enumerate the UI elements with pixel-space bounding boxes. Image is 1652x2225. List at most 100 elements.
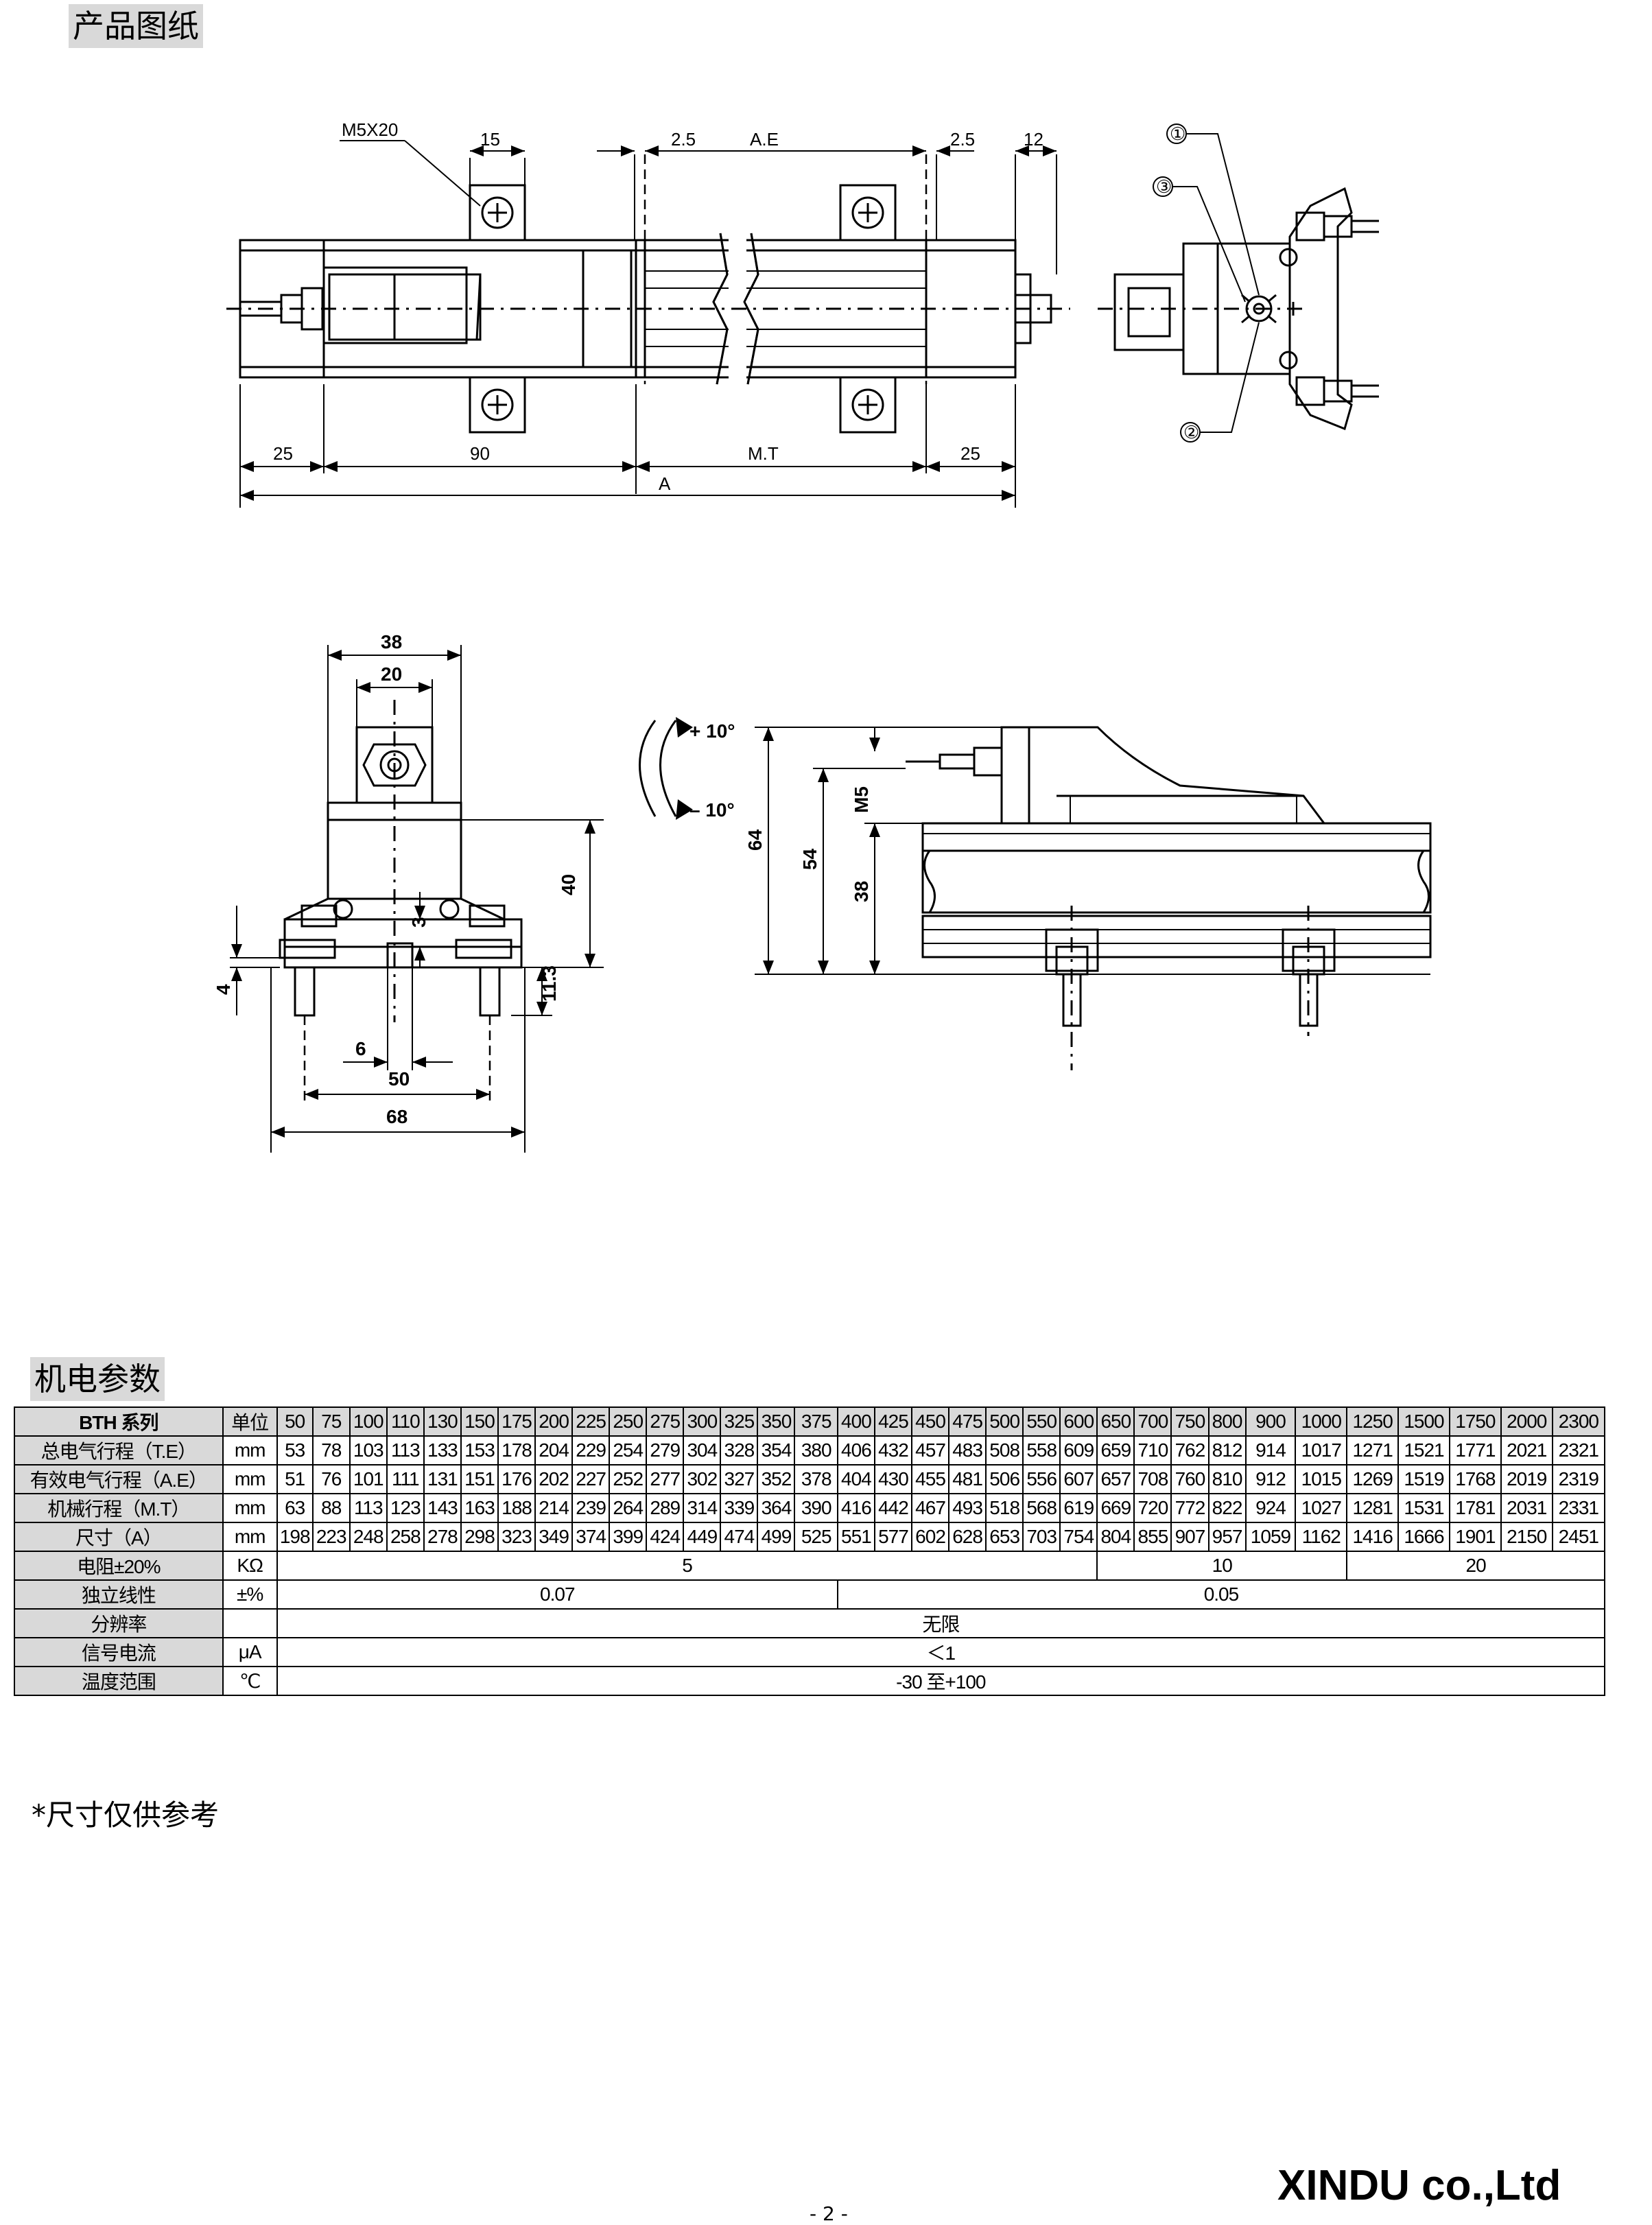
table-cell: 577 bbox=[873, 1522, 913, 1552]
resolution-value: 无限 bbox=[276, 1608, 1606, 1638]
table-cell: 525 bbox=[794, 1522, 838, 1552]
table-cell: 481 bbox=[948, 1464, 987, 1494]
table-cell: 53 bbox=[276, 1435, 314, 1465]
table-cell: 2019 bbox=[1500, 1464, 1553, 1494]
table-cell: 1162 bbox=[1295, 1522, 1348, 1552]
dim-54: 54 bbox=[799, 848, 821, 870]
table-cell: 772 bbox=[1170, 1493, 1210, 1523]
header-stroke: 1000 bbox=[1295, 1406, 1348, 1437]
header-unit: 单位 bbox=[222, 1406, 278, 1437]
table-cell: 1781 bbox=[1448, 1493, 1502, 1523]
table-cell: 374 bbox=[571, 1522, 611, 1552]
table-cell: 364 bbox=[757, 1493, 796, 1523]
header-stroke: 2300 bbox=[1551, 1406, 1606, 1437]
header-stroke: 700 bbox=[1133, 1406, 1172, 1437]
table-cell: 810 bbox=[1207, 1464, 1247, 1494]
temperature-value: -30 至+100 bbox=[276, 1666, 1606, 1696]
table-cell: 609 bbox=[1059, 1435, 1098, 1465]
clamp-bottom-left bbox=[469, 376, 526, 434]
dim-25-right: 25 bbox=[960, 443, 980, 464]
header-stroke: 325 bbox=[720, 1406, 759, 1437]
table-cell: 1017 bbox=[1295, 1435, 1348, 1465]
dim-25-left: 25 bbox=[273, 443, 293, 464]
table-cell: 907 bbox=[1170, 1522, 1210, 1552]
dim-2-5-right: 2.5 bbox=[950, 129, 975, 150]
table-cell: 1059 bbox=[1244, 1522, 1297, 1552]
table-cell: 914 bbox=[1244, 1435, 1297, 1465]
header-stroke: 425 bbox=[873, 1406, 913, 1437]
table-cell: 508 bbox=[985, 1435, 1024, 1465]
angle-plus: + 10° bbox=[689, 720, 735, 742]
linearity-005: 0.05 bbox=[836, 1579, 1606, 1610]
table-cell: 113 bbox=[349, 1493, 388, 1523]
table-cell: 493 bbox=[948, 1493, 987, 1523]
table-cell: 457 bbox=[910, 1435, 950, 1465]
table-cell: 314 bbox=[683, 1493, 722, 1523]
header-stroke: 500 bbox=[985, 1406, 1024, 1437]
table-cell: 416 bbox=[836, 1493, 875, 1523]
table-cell: 278 bbox=[423, 1522, 462, 1552]
side-view-drawing: + 10° – 10° 64 bbox=[639, 717, 1432, 1070]
table-cell: 327 bbox=[720, 1464, 759, 1494]
header-stroke: 800 bbox=[1207, 1406, 1247, 1437]
table-cell: 176 bbox=[497, 1464, 536, 1494]
table-cell: 518 bbox=[985, 1493, 1024, 1523]
header-stroke: 450 bbox=[910, 1406, 950, 1437]
table-cell: 1271 bbox=[1346, 1435, 1400, 1465]
table-cell: 188 bbox=[497, 1493, 536, 1523]
table-cell: 123 bbox=[386, 1493, 425, 1523]
resistance-5: 5 bbox=[276, 1551, 1098, 1581]
table-cell: 442 bbox=[873, 1493, 913, 1523]
table-cell: 607 bbox=[1059, 1464, 1098, 1494]
clamp-bottom-right bbox=[839, 376, 897, 434]
table-cell: 390 bbox=[794, 1493, 838, 1523]
table-cell: 957 bbox=[1207, 1522, 1247, 1552]
row-label: 温度范围 bbox=[14, 1666, 224, 1696]
header-stroke: 175 bbox=[497, 1406, 536, 1437]
table-cell: 153 bbox=[460, 1435, 499, 1465]
header-stroke: 550 bbox=[1022, 1406, 1061, 1437]
table-cell: 804 bbox=[1096, 1522, 1135, 1552]
header-stroke: 900 bbox=[1244, 1406, 1297, 1437]
table-cell: 2331 bbox=[1551, 1493, 1606, 1523]
table-cell: 252 bbox=[609, 1464, 648, 1494]
row-unit: ℃ bbox=[222, 1666, 278, 1696]
table-cell: 1027 bbox=[1295, 1493, 1348, 1523]
page-number: - 2 - bbox=[810, 2202, 848, 2225]
table-cell: 449 bbox=[683, 1522, 722, 1552]
table-cell: 619 bbox=[1059, 1493, 1098, 1523]
table-cell: 483 bbox=[948, 1435, 987, 1465]
table-cell: 720 bbox=[1133, 1493, 1172, 1523]
table-cell: 113 bbox=[386, 1435, 425, 1465]
table-cell: 63 bbox=[276, 1493, 314, 1523]
dim-4: 4 bbox=[213, 984, 234, 995]
table-cell: 101 bbox=[349, 1464, 388, 1494]
row-unit: mm bbox=[222, 1493, 278, 1523]
table-cell: 430 bbox=[873, 1464, 913, 1494]
table-cell: 754 bbox=[1059, 1522, 1098, 1552]
header-stroke: 2000 bbox=[1500, 1406, 1553, 1437]
table-cell: 2150 bbox=[1500, 1522, 1553, 1552]
header-stroke: 130 bbox=[423, 1406, 462, 1437]
table-row-resolution: 分辨率无限 bbox=[14, 1608, 1606, 1638]
table-cell: 657 bbox=[1096, 1464, 1135, 1494]
table-cell: 1015 bbox=[1295, 1464, 1348, 1494]
callout-2: ② bbox=[1183, 422, 1199, 443]
table-cell: 404 bbox=[836, 1464, 875, 1494]
row-label: 尺寸（A） bbox=[14, 1522, 224, 1552]
row-unit: ±% bbox=[222, 1579, 278, 1610]
table-row-temperature: 温度范围℃-30 至+100 bbox=[14, 1666, 1606, 1696]
table-cell: 406 bbox=[836, 1435, 875, 1465]
table-cell: 708 bbox=[1133, 1464, 1172, 1494]
table-cell: 499 bbox=[757, 1522, 796, 1552]
row-unit: μA bbox=[222, 1637, 278, 1667]
label-m5: M5 bbox=[851, 786, 872, 813]
dim-38-side: 38 bbox=[851, 881, 872, 902]
header-stroke: 350 bbox=[757, 1406, 796, 1437]
dim-a: A bbox=[659, 473, 671, 494]
table-cell: 239 bbox=[571, 1493, 611, 1523]
table-cell: 2451 bbox=[1551, 1522, 1606, 1552]
